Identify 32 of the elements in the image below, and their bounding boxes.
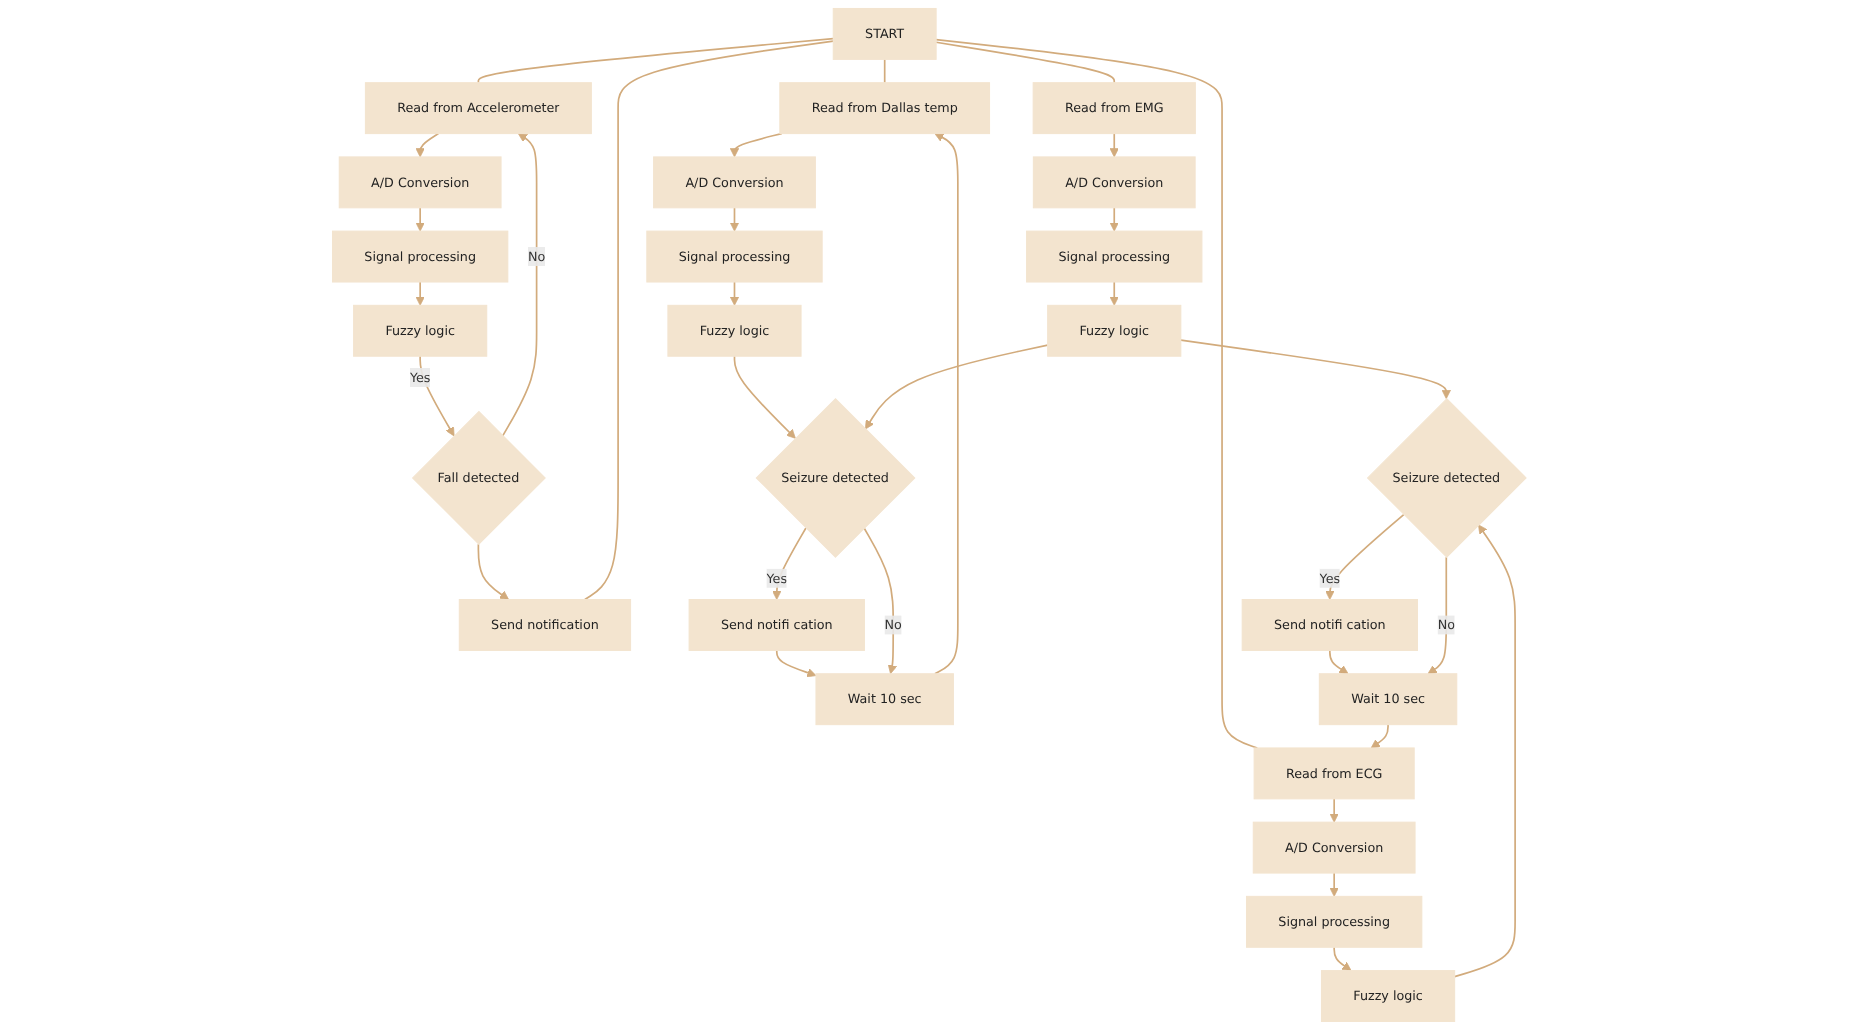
connector (935, 41, 1115, 84)
arrow (1109, 206, 1119, 232)
arrow (477, 543, 509, 600)
arrow (864, 344, 1049, 430)
arrow (419, 355, 455, 437)
arrow (733, 355, 796, 439)
arrow (1109, 132, 1119, 158)
arrow (771, 527, 807, 600)
arrow (415, 132, 440, 158)
arrow (1179, 339, 1451, 400)
connector (883, 58, 886, 84)
arrow (1324, 513, 1405, 600)
arrow (1328, 649, 1349, 675)
arrow (501, 133, 538, 437)
arrow (1453, 524, 1516, 978)
arrow (1109, 281, 1119, 306)
arrow (415, 281, 425, 306)
arrow (729, 132, 783, 158)
connector (477, 37, 834, 84)
arrow (729, 206, 739, 232)
arrow (415, 206, 425, 232)
arrow (1427, 556, 1447, 675)
connector (935, 38, 1258, 749)
arrow (1329, 798, 1339, 823)
connector (583, 40, 834, 601)
arrow (1370, 723, 1389, 749)
arrow (1333, 946, 1352, 971)
arrow (729, 281, 739, 306)
arrow (862, 527, 897, 675)
arrow (775, 649, 817, 678)
arrow (1329, 872, 1339, 897)
arrow (933, 133, 959, 675)
